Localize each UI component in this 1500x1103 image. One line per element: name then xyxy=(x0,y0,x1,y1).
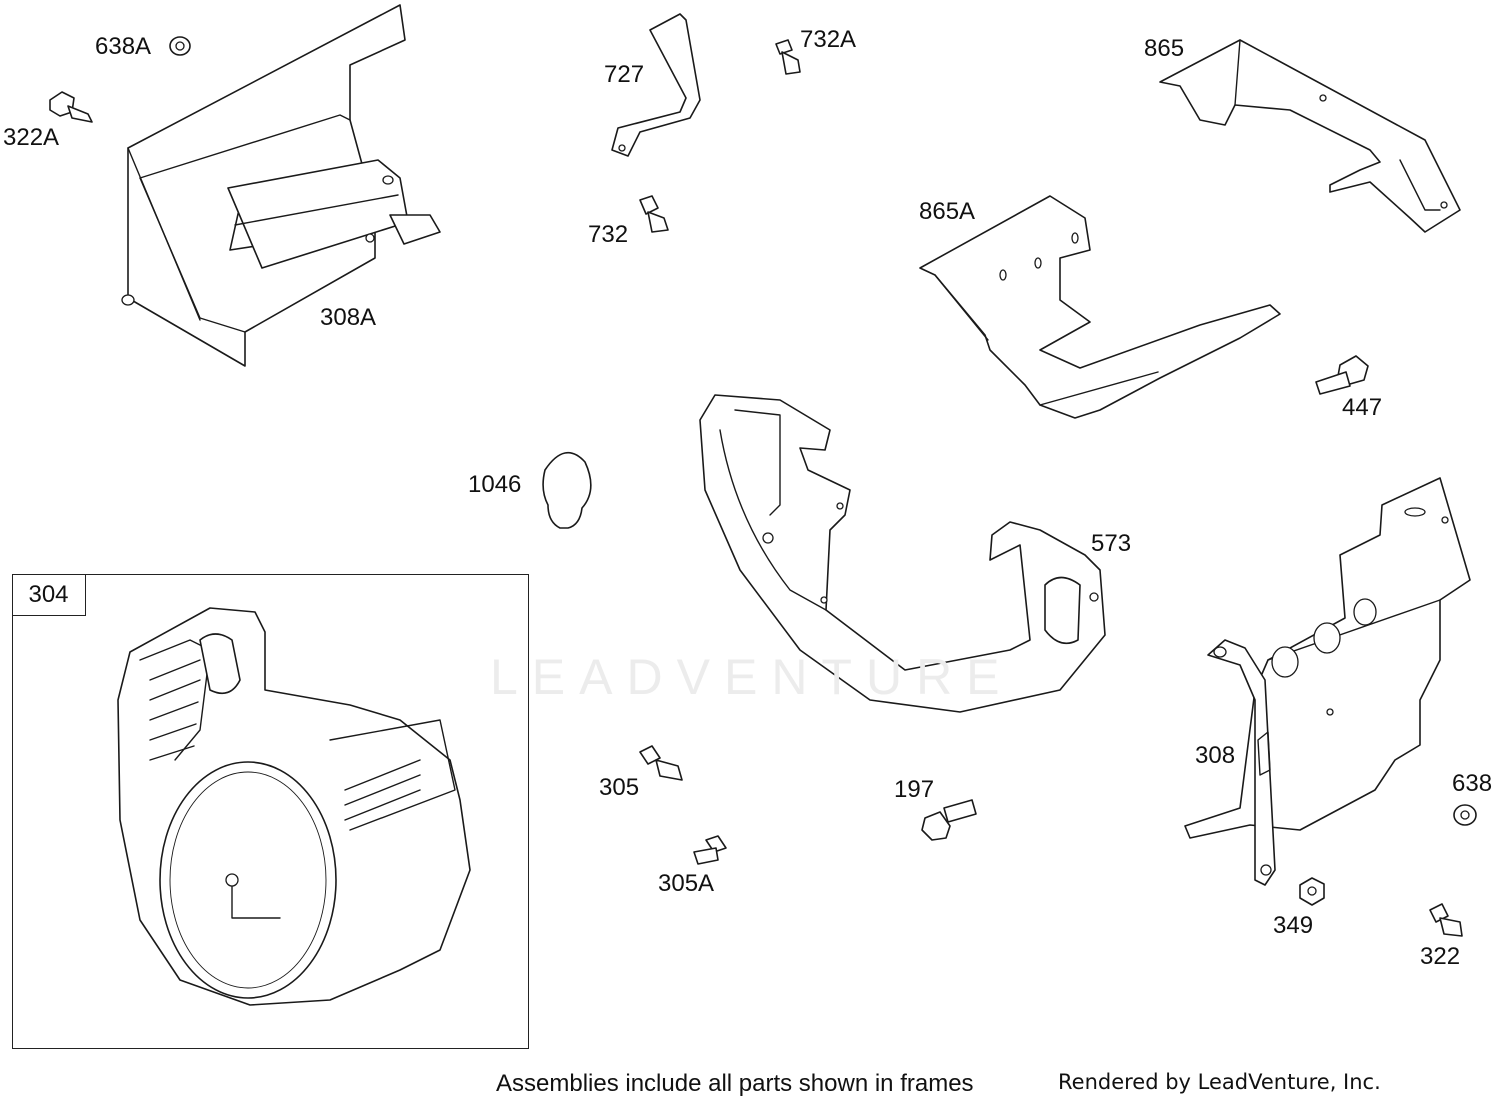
assembly-frame-label: 304 xyxy=(12,574,86,616)
assembly-frame xyxy=(12,574,529,1049)
callout-638: 638 xyxy=(1452,770,1493,797)
callout-305: 305 xyxy=(599,774,640,801)
callout-732: 732 xyxy=(588,221,629,248)
callout-732a: 732A xyxy=(800,26,857,53)
part-732-screw xyxy=(639,195,669,233)
callout-573: 573 xyxy=(1091,530,1132,557)
part-304-blower-housing xyxy=(117,607,471,1006)
callout-349: 349 xyxy=(1273,912,1314,939)
callout-447: 447 xyxy=(1342,394,1383,421)
part-1046-grommet xyxy=(542,452,592,529)
part-573-air-guide xyxy=(699,394,1106,713)
part-308a-shroud xyxy=(121,4,441,367)
part-638a-clip xyxy=(169,36,191,56)
callout-865a: 865A xyxy=(919,198,976,225)
callout-305a: 305A xyxy=(658,870,715,897)
part-865-bracket xyxy=(1159,39,1461,233)
part-638-clip xyxy=(1453,804,1477,826)
part-322-screw xyxy=(1429,903,1463,937)
callout-322a: 322A xyxy=(3,124,60,151)
part-349-nut xyxy=(1299,877,1325,906)
part-732a-screw xyxy=(775,39,801,75)
footer-note: Assemblies include all parts shown in fr… xyxy=(496,1070,974,1097)
part-727-bracket xyxy=(611,13,701,157)
callout-727: 727 xyxy=(604,61,645,88)
part-322a-screw xyxy=(49,91,93,123)
callout-1046: 1046 xyxy=(468,471,522,498)
callout-322: 322 xyxy=(1420,943,1461,970)
footer-credit: Rendered by LeadVenture, Inc. xyxy=(1058,1070,1381,1094)
part-305-screw xyxy=(639,745,683,781)
callout-197: 197 xyxy=(894,776,935,803)
part-447-screw xyxy=(1315,355,1369,395)
callout-308: 308 xyxy=(1195,742,1236,769)
callout-638a: 638A xyxy=(95,33,152,60)
part-865a-plate xyxy=(919,195,1281,419)
callout-308a: 308A xyxy=(320,304,377,331)
callout-865: 865 xyxy=(1144,35,1185,62)
part-308-plate xyxy=(1184,477,1471,886)
part-197-screw xyxy=(921,799,977,841)
part-305a-screw xyxy=(693,835,727,865)
watermark: LEADVENTURE xyxy=(490,649,1014,705)
